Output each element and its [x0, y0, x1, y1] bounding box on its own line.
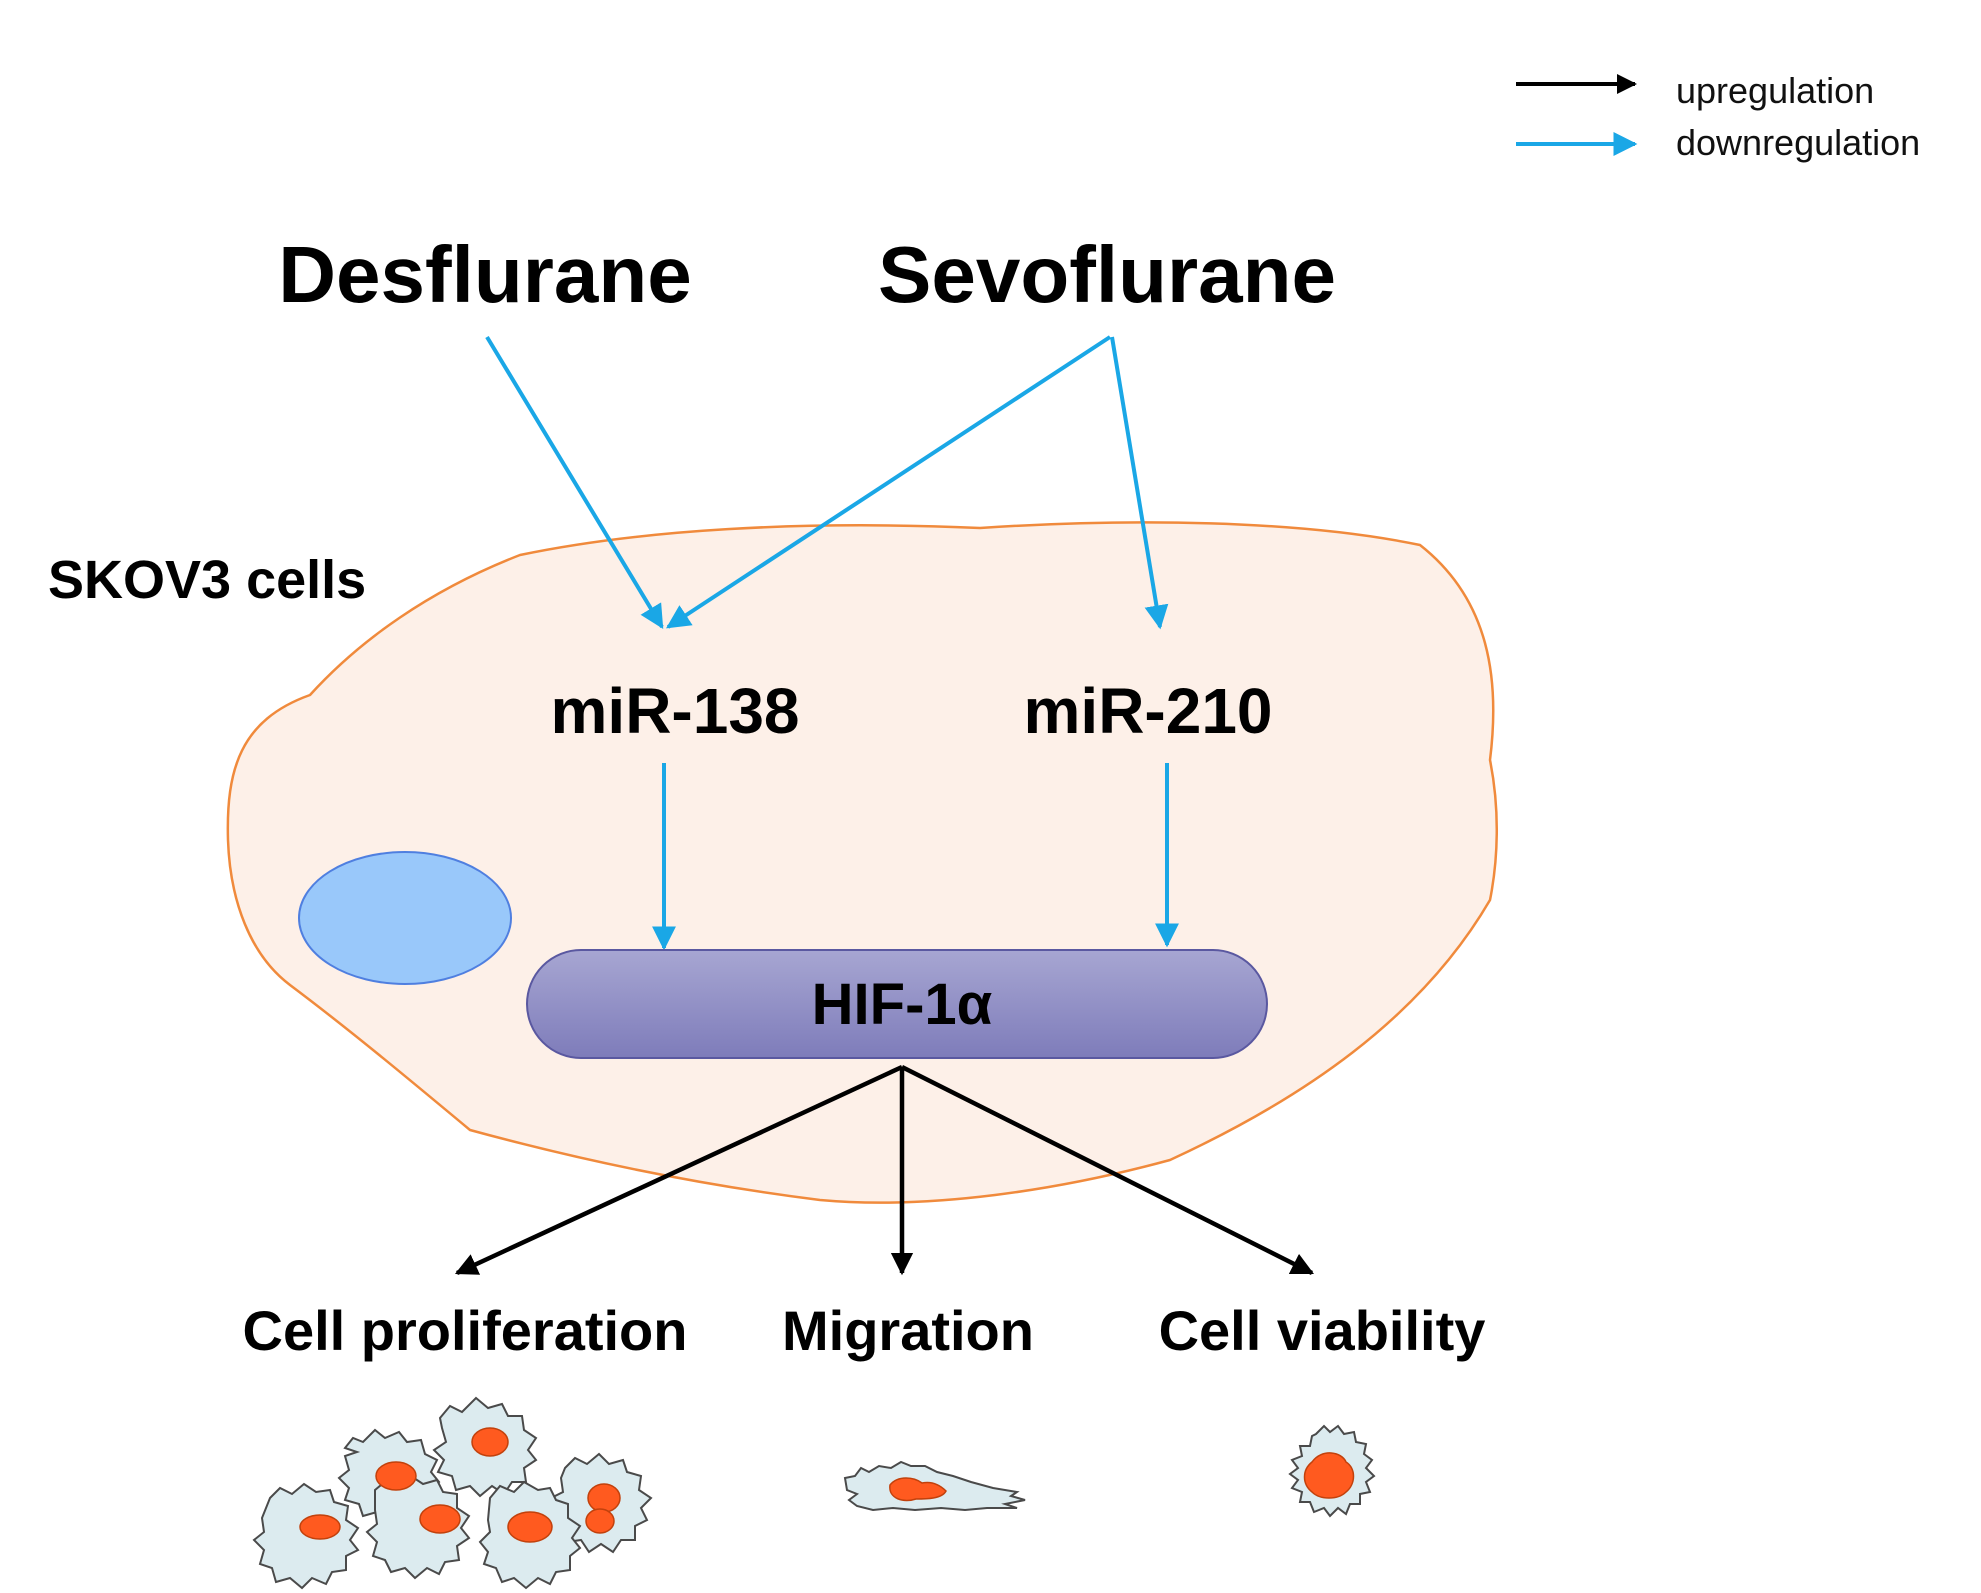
desflurane-label: Desflurane [278, 230, 691, 319]
downregulation-legend-label: downregulation [1676, 122, 1920, 163]
sevoflurane-to-mir210-arrow [1110, 336, 1169, 630]
nucleus [298, 851, 512, 985]
hif-to-viability-arrow [900, 1064, 1315, 1276]
sevoflurane-to-mir138-arrow [665, 335, 1112, 629]
cell-proliferation-label: Cell proliferation [243, 1299, 688, 1362]
sevoflurane-label: Sevoflurane [878, 230, 1336, 319]
migrating-cell-icon [843, 1460, 1026, 1512]
upregulation-legend-label: upregulation [1676, 70, 1874, 111]
viable-cell-icon [1288, 1424, 1376, 1518]
hif-1a-label: HIF-1α [812, 972, 993, 1037]
hif-to-proliferation-arrow [454, 1064, 903, 1276]
skov3-cells-label: SKOV3 cells [48, 550, 366, 610]
hif-1a-bar [526, 949, 1268, 1059]
mir210-label: miR-210 [1024, 675, 1273, 747]
desflurane-to-mir138-arrow [485, 335, 664, 630]
cell-viability-label: Cell viability [1159, 1299, 1486, 1362]
migration-label: Migration [782, 1299, 1034, 1362]
legend: upregulation downregulation [1516, 70, 1920, 163]
proliferating-cells-icon [252, 1396, 653, 1590]
mir138-label: miR-138 [551, 675, 800, 747]
